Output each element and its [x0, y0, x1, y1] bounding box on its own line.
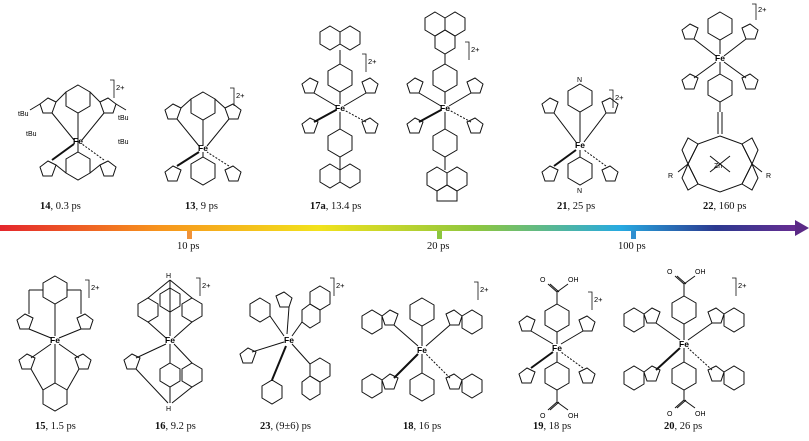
caption-id-20: 20 [664, 421, 675, 432]
charge-20: 2+ [738, 281, 747, 290]
caption-time-21: 25 ps [572, 201, 596, 212]
tbu-label-2: tBu [118, 115, 129, 122]
tick-100ps [631, 231, 636, 239]
charge-23: 2+ [336, 281, 345, 290]
complex-20-structure: O OH O OH Fe 2+ [614, 262, 754, 422]
metal-fe-13: Fe [198, 143, 208, 153]
caption-id-18: 18 [403, 421, 414, 432]
caption-22: 22, 160 ps [703, 201, 747, 212]
caption-20: 20, 26 ps [664, 421, 703, 432]
caption-id-16: 16 [155, 421, 166, 432]
tick-label-20ps: 20 ps [427, 241, 450, 252]
tbu-label-4: tBu [118, 139, 129, 146]
metal-fe-21: Fe [575, 140, 585, 150]
caption-id-13: 13 [185, 201, 196, 212]
complex-17b-structure: Fe 2+ [395, 2, 495, 202]
caption-time-15: 1.5 ps [50, 421, 76, 432]
caption-id-21: 21 [557, 201, 568, 212]
caption-14: 14, 0.3 ps [40, 201, 81, 212]
complex-15-structure: Fe 2+ [5, 268, 105, 413]
caption-time-20: 26 ps [679, 421, 703, 432]
tick-20ps [437, 231, 442, 239]
caption-23: 23, (9±6) ps [260, 421, 311, 432]
metal-fe-18: Fe [417, 345, 427, 355]
charge-17a: 2+ [368, 57, 377, 66]
charge-22: 2+ [758, 5, 767, 14]
caption-id-17a: 17a [310, 201, 326, 212]
caption-15: 15, 1.5 ps [35, 421, 76, 432]
o-label-20b: O [667, 411, 673, 418]
caption-time-16: 9.2 ps [170, 421, 196, 432]
tick-label-10ps: 10 ps [177, 241, 200, 252]
complex-17a-structure: Fe 2+ [290, 4, 390, 199]
o-label-20a: O [667, 269, 673, 276]
complex-18-structure: Fe 2+ [352, 278, 492, 413]
metal-fe-15: Fe [50, 335, 60, 345]
timeline-bar [0, 225, 795, 231]
caption-id-22: 22 [703, 201, 714, 212]
complex-13-structure: Fe 2+ [148, 62, 258, 197]
metal-fe-23: Fe [284, 335, 294, 345]
caption-id-19: 19 [533, 421, 544, 432]
caption-18: 18, 16 ps [403, 421, 442, 432]
caption-id-23: 23 [260, 421, 271, 432]
oh-label-19a: OH [568, 277, 579, 284]
charge-14: 2+ [116, 83, 125, 92]
complex-22-structure: Fe Zn R R 2+ [660, 3, 780, 204]
oh-label-20b: OH [695, 411, 706, 418]
caption-13: 13, 9 ps [185, 201, 218, 212]
r-label-left: R [668, 173, 673, 180]
caption-time-17a: 13.4 ps [331, 201, 362, 212]
charge-21: 2+ [615, 93, 624, 102]
caption-time-19: 18 ps [548, 421, 572, 432]
caption-id-14: 14 [40, 201, 51, 212]
metal-fe-16: Fe [165, 335, 175, 345]
h-label-top: H [166, 273, 171, 280]
o-label-19b: O [540, 413, 546, 420]
h-label-bottom: H [166, 406, 171, 413]
complex-14-structure: Fe tBu tBu tBu tBu 2+ [18, 40, 138, 195]
metal-fe-17b: Fe [440, 103, 450, 113]
complex-19-structure: O OH O OH Fe 2+ [502, 262, 612, 422]
charge-15: 2+ [91, 283, 100, 292]
charge-16: 2+ [202, 281, 211, 290]
caption-time-23: (9±6) ps [275, 421, 311, 432]
tick-10ps [187, 231, 192, 239]
caption-id-15: 15 [35, 421, 46, 432]
caption-19: 19, 18 ps [533, 421, 572, 432]
r-label-right: R [766, 173, 771, 180]
atom-n-21b: N [577, 188, 582, 195]
timeline-arrowhead [795, 220, 809, 236]
tbu-label-3: tBu [26, 131, 37, 138]
metal-fe-19: Fe [552, 343, 562, 353]
metal-fe-14: Fe [73, 136, 83, 146]
atom-n-21a: N [577, 77, 582, 84]
charge-17b: 2+ [471, 45, 480, 54]
o-label-19a: O [540, 277, 546, 284]
complex-16-structure: H H Fe 2+ [120, 268, 220, 413]
caption-time-22: 160 ps [718, 201, 747, 212]
oh-label-19b: OH [568, 413, 579, 420]
complex-21-structure: N N Fe 2+ [525, 62, 635, 197]
caption-21: 21, 25 ps [557, 201, 596, 212]
oh-label-20a: OH [695, 269, 706, 276]
metal-fe-17a: Fe [335, 103, 345, 113]
charge-13: 2+ [236, 91, 245, 100]
metal-fe-22: Fe [715, 53, 725, 63]
charge-19: 2+ [594, 295, 603, 304]
metal-fe-20: Fe [679, 339, 689, 349]
caption-time-13: 9 ps [200, 201, 218, 212]
caption-16: 16, 9.2 ps [155, 421, 196, 432]
tick-label-100ps: 100 ps [618, 241, 646, 252]
caption-17a: 17a, 13.4 ps [310, 201, 362, 212]
metal-zn-22: Zn [714, 163, 722, 170]
caption-time-14: 0.3 ps [55, 201, 81, 212]
caption-time-18: 16 ps [418, 421, 442, 432]
charge-18: 2+ [480, 285, 489, 294]
complex-23-structure: Fe 2+ [232, 268, 345, 413]
tbu-label-1: tBu [18, 111, 29, 118]
